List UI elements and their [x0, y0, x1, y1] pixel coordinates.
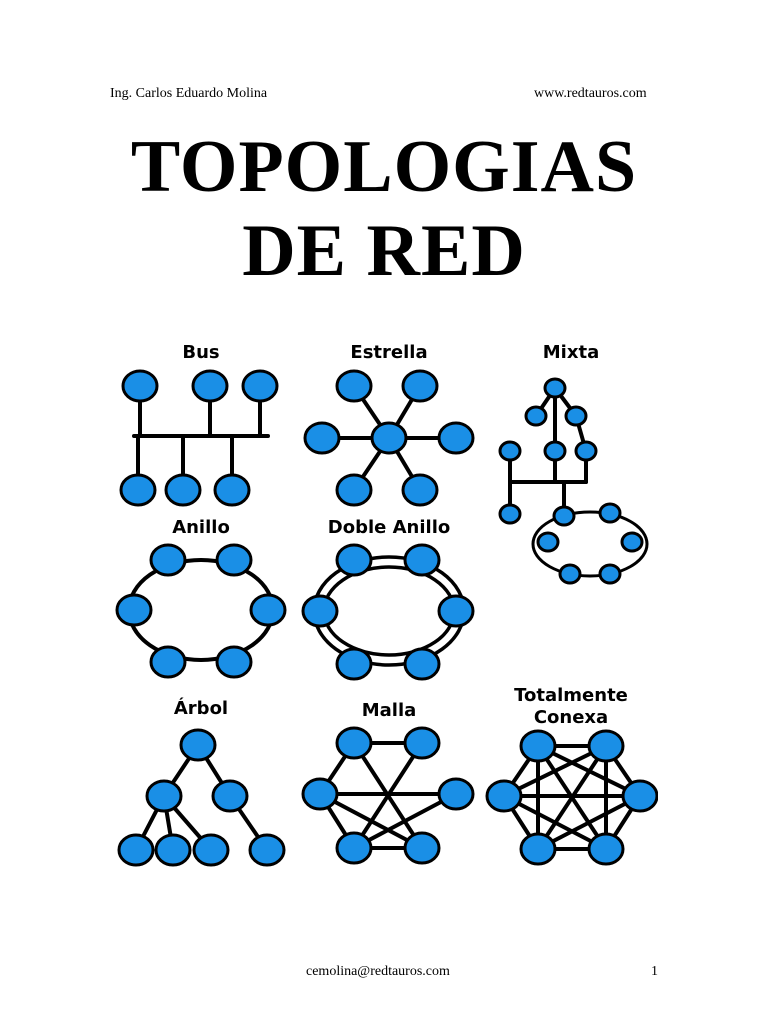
tree-node — [192, 833, 230, 867]
label-estrella: Estrella — [350, 342, 427, 363]
mesh-node — [335, 831, 373, 865]
star-node — [303, 421, 341, 455]
label-doble-anillo: Doble Anillo — [328, 517, 450, 538]
ring-node — [215, 543, 253, 577]
star-hub — [370, 421, 408, 455]
tree-node — [211, 779, 249, 813]
full-mesh-link — [502, 794, 608, 851]
mixed-ring-node — [598, 502, 622, 524]
mixed-ring-node — [552, 505, 576, 527]
mixed-node — [524, 405, 548, 427]
double-ring-node — [335, 543, 373, 577]
star-node — [401, 473, 439, 507]
double-ring-node — [301, 594, 339, 628]
bus-node — [191, 369, 229, 403]
tree-node — [179, 728, 217, 762]
double-ring-node — [403, 543, 441, 577]
header-website: www.redtauros.com — [534, 86, 647, 101]
bus-node — [119, 473, 157, 507]
tree-node — [248, 833, 286, 867]
full-mesh-link — [536, 794, 642, 851]
bus-node — [164, 473, 202, 507]
double-ring-node — [335, 647, 373, 681]
tree-node — [117, 833, 155, 867]
mixed-ring-node — [598, 563, 622, 585]
page-title-line2: DE RED — [242, 210, 526, 292]
label-conexa: Conexa — [534, 707, 608, 728]
mixed-node — [564, 405, 588, 427]
label-anillo: Anillo — [172, 517, 230, 538]
bus-node — [241, 369, 279, 403]
mesh-node — [301, 777, 339, 811]
mesh-node — [403, 831, 441, 865]
mesh-node — [335, 726, 373, 760]
mixed-ring-node — [620, 531, 644, 553]
mesh-link — [352, 792, 458, 850]
mixed-node — [574, 440, 598, 462]
mesh-link — [318, 792, 424, 850]
label-totalmente: Totalmente — [514, 685, 628, 706]
mixed-node — [498, 503, 522, 525]
page-number: 1 — [651, 964, 658, 979]
tree-node — [145, 779, 183, 813]
label-malla: Malla — [362, 700, 417, 721]
mixed-node — [498, 440, 522, 462]
topologies-diagram: Bus Estrella Mixta Anillo Doble Anillo Á… — [115, 342, 658, 867]
mixed-ring-node — [536, 531, 560, 553]
ring-node — [249, 593, 287, 627]
star-node — [437, 421, 475, 455]
ring-node — [215, 645, 253, 679]
label-mixta: Mixta — [543, 342, 599, 363]
bus-node — [121, 369, 159, 403]
full-mesh-node — [519, 832, 557, 866]
tree-node — [154, 833, 192, 867]
full-mesh-node — [485, 779, 523, 813]
ring-node — [149, 543, 187, 577]
double-ring-inner — [322, 565, 456, 657]
ring-node — [149, 645, 187, 679]
full-mesh-node — [519, 729, 557, 763]
mixed-ring — [531, 510, 649, 578]
bus-node — [213, 473, 251, 507]
ring-node — [115, 593, 153, 627]
full-mesh-node — [621, 779, 658, 813]
mesh-node — [403, 726, 441, 760]
mesh-node — [437, 777, 475, 811]
page-title-line1: TOPOLOGIAS — [130, 126, 638, 208]
header-author: Ing. Carlos Eduardo Molina — [110, 86, 268, 101]
star-node — [335, 473, 373, 507]
double-ring-node — [403, 647, 441, 681]
full-mesh-node — [587, 832, 625, 866]
mixed-node — [543, 440, 567, 462]
mixed-ring-node — [558, 563, 582, 585]
label-bus: Bus — [182, 342, 219, 363]
star-node — [401, 369, 439, 403]
star-node — [335, 369, 373, 403]
footer-email: cemolina@redtauros.com — [306, 964, 450, 979]
full-mesh-link — [502, 744, 608, 798]
label-arbol: Árbol — [174, 697, 228, 719]
double-ring-node — [437, 594, 475, 628]
mixed-node — [543, 377, 567, 399]
full-mesh-node — [587, 729, 625, 763]
